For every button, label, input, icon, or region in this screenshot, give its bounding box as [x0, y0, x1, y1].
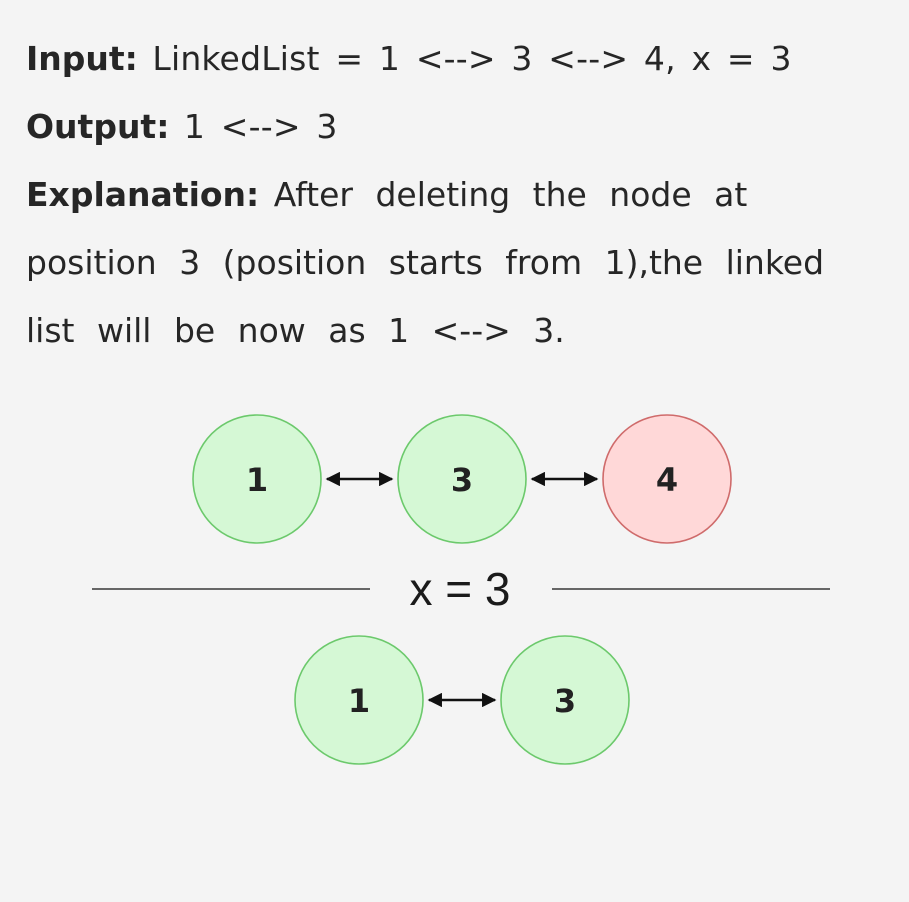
input-value: LinkedList = 1 <--> 3 <--> 4, x = 3	[152, 39, 792, 78]
before-node-3	[602, 414, 732, 544]
before-node-label-2: 3	[451, 461, 473, 499]
separator-label: x = 3	[409, 563, 510, 615]
explanation-label: Explanation:	[26, 175, 260, 214]
before-node-label-1: 1	[246, 461, 268, 499]
explanation-text-1: After deleting the node at	[273, 175, 748, 214]
output-value: 1 <--> 3	[183, 107, 338, 146]
explanation-line-3: list will be now as 1 <--> 3.	[26, 311, 565, 350]
problem-statement: Input: LinkedList = 1 <--> 3 <--> 4, x =…	[26, 30, 886, 370]
before-node-2	[397, 414, 527, 544]
output-line: Output: 1 <--> 3	[26, 98, 886, 166]
before-node-label-3: 4	[656, 461, 678, 499]
after-node-1	[294, 635, 424, 765]
after-node-label-1: 1	[348, 682, 370, 720]
after-node-label-2: 3	[554, 682, 576, 720]
output-label: Output:	[26, 107, 170, 146]
explanation-line-2: position 3 (position starts from 1),the …	[26, 243, 825, 282]
input-label: Input:	[26, 39, 138, 78]
before-node-1	[192, 414, 322, 544]
input-line: Input: LinkedList = 1 <--> 3 <--> 4, x =…	[26, 30, 886, 98]
after-node-2	[500, 635, 630, 765]
explanation-line-1: Explanation: After deleting the node at	[26, 166, 886, 234]
